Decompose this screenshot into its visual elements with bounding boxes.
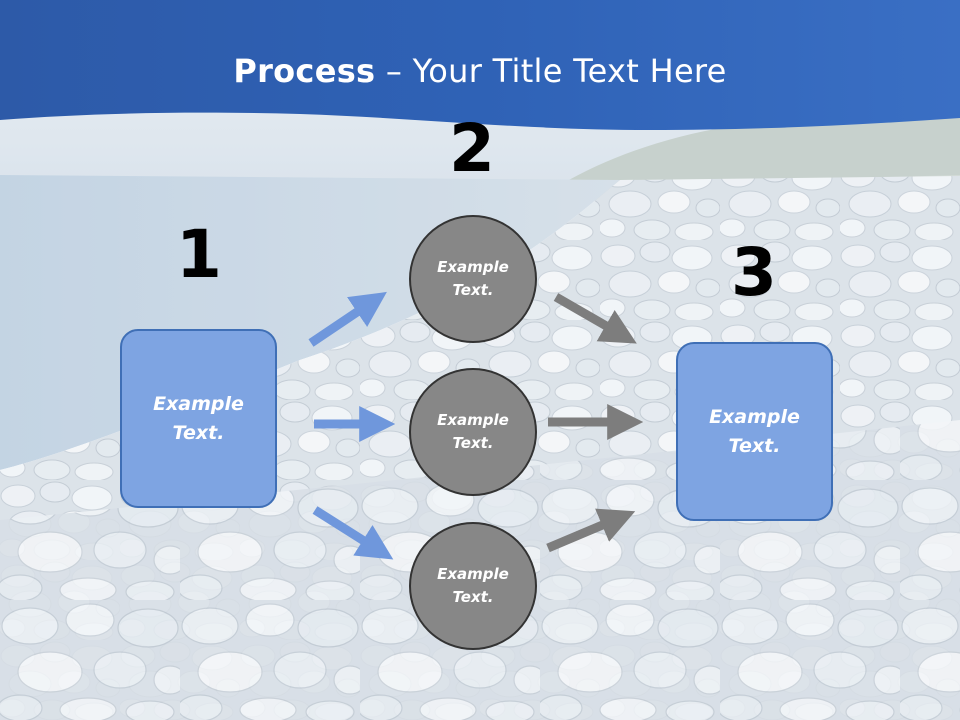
title-separator: – [375, 52, 413, 90]
arrow-from-top-circle [553, 293, 637, 344]
step-2-circle-bottom[interactable]: Example Text. [409, 522, 537, 650]
step-3-box[interactable]: Example Text. [676, 342, 833, 521]
step-number-1: 1 [176, 216, 222, 293]
step-1-text: Example Text. [153, 393, 244, 444]
step-2-circle-top[interactable]: Example Text. [409, 215, 537, 343]
arrow-to-top-circle [308, 291, 387, 347]
circle-bottom-text: Example Text. [437, 564, 509, 606]
step-2-circle-middle[interactable]: Example Text. [409, 368, 537, 496]
title-rest: Your Title Text Here [412, 52, 727, 90]
step-3-text: Example Text. [709, 406, 800, 457]
gray-arrows [546, 293, 644, 553]
circle-middle-text: Example Text. [437, 410, 509, 452]
arrow-to-bottom-circle [312, 506, 394, 560]
title-bold: Process [233, 52, 376, 90]
step-number-2: 2 [449, 110, 495, 187]
blue-arrows [308, 291, 396, 560]
arrow-from-bottom-circle [546, 508, 636, 553]
step-number-3: 3 [731, 234, 777, 311]
step-1-box[interactable]: Example Text. [120, 329, 277, 508]
circle-top-text: Example Text. [437, 257, 509, 299]
slide-title: Process – Your Title Text Here [0, 52, 960, 90]
